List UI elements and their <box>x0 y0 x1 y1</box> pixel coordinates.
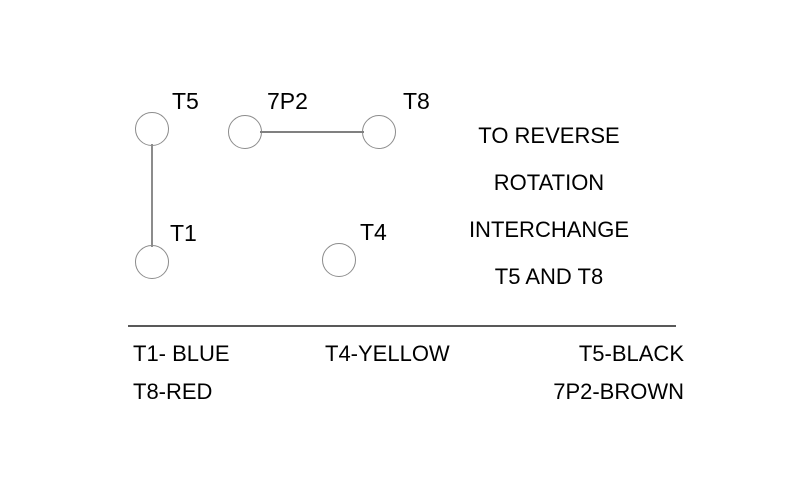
terminal-label-t8: T8 <box>403 88 430 114</box>
note-line-2: ROTATION <box>493 170 605 195</box>
terminal-label-7p2: 7P2 <box>267 88 308 114</box>
legend-entry-t4: T4-YELLOW <box>325 341 450 366</box>
reverse-rotation-note: TO REVERSE ROTATION INTERCHANGE T5 AND T… <box>430 112 668 300</box>
legend-entry-7p2: 7P2-BROWN <box>553 379 684 404</box>
terminal-circle-t8 <box>362 115 396 149</box>
terminal-circle-t1 <box>135 245 169 279</box>
terminal-label-t1: T1 <box>170 220 197 246</box>
legend-entry-t5: T5-BLACK <box>578 341 684 366</box>
terminal-label-t5: T5 <box>172 88 199 114</box>
legend-divider-rule <box>128 325 676 328</box>
legend-entry-t1: T1- BLUE <box>133 341 230 366</box>
terminal-circle-t4 <box>322 243 356 277</box>
legend-entry-t8: T8-RED <box>133 379 213 404</box>
terminal-circle-7p2 <box>228 115 262 149</box>
connector-t5-to-t1 <box>151 144 153 247</box>
note-line-4: T5 AND T8 <box>494 264 604 289</box>
terminal-circle-t5 <box>135 112 169 146</box>
note-line-3: INTERCHANGE <box>468 217 630 242</box>
terminal-label-t4: T4 <box>360 219 387 245</box>
connector-7p2-to-t8 <box>260 131 364 133</box>
note-line-1: TO REVERSE <box>478 123 620 148</box>
